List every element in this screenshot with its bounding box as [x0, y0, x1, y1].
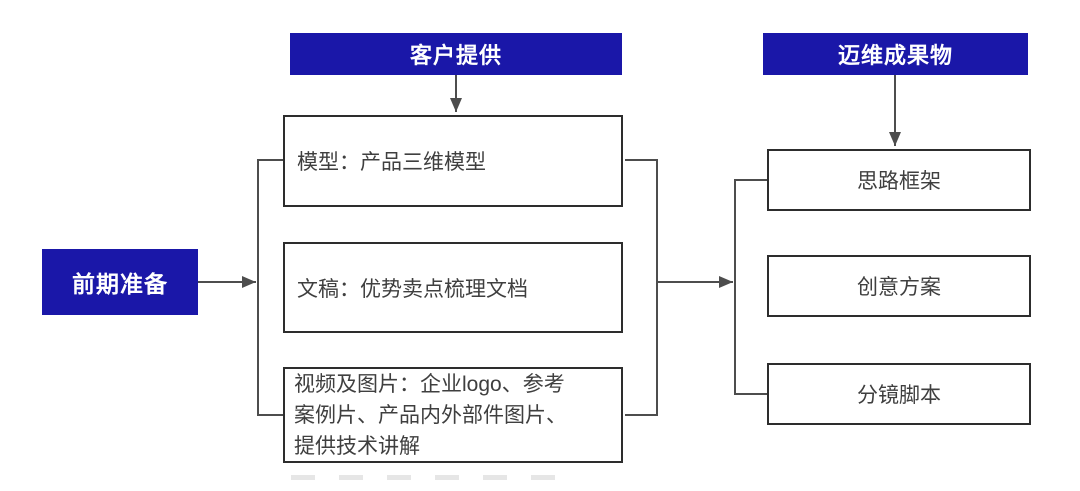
watermark-artifact: [291, 475, 563, 480]
node-model: 模型：产品三维模型: [283, 115, 623, 207]
node-creative-plan: 创意方案: [767, 255, 1031, 317]
node-storyboard: 分镜脚本: [767, 363, 1031, 425]
node-video-images-line3: 提供技术讲解: [294, 434, 420, 458]
node-document: 文稿：优势卖点梳理文档: [283, 242, 623, 333]
node-deliverables: 迈维成果物: [763, 33, 1028, 75]
node-preparation: 前期准备: [42, 249, 198, 315]
bracket-deliverable-items: [734, 179, 767, 395]
node-video-images: 视频及图片：企业logo、参考 案例片、产品内外部件图片、 提供技术讲解: [283, 367, 623, 463]
bracket-client-items-right: [625, 159, 658, 416]
node-framework: 思路框架: [767, 149, 1031, 211]
bracket-client-items-left: [257, 159, 283, 416]
node-video-images-line2: 案例片、产品内外部件图片、: [294, 403, 567, 427]
node-video-images-line1: 视频及图片：企业logo、参考: [294, 372, 565, 396]
node-client-provides: 客户提供: [290, 33, 622, 75]
